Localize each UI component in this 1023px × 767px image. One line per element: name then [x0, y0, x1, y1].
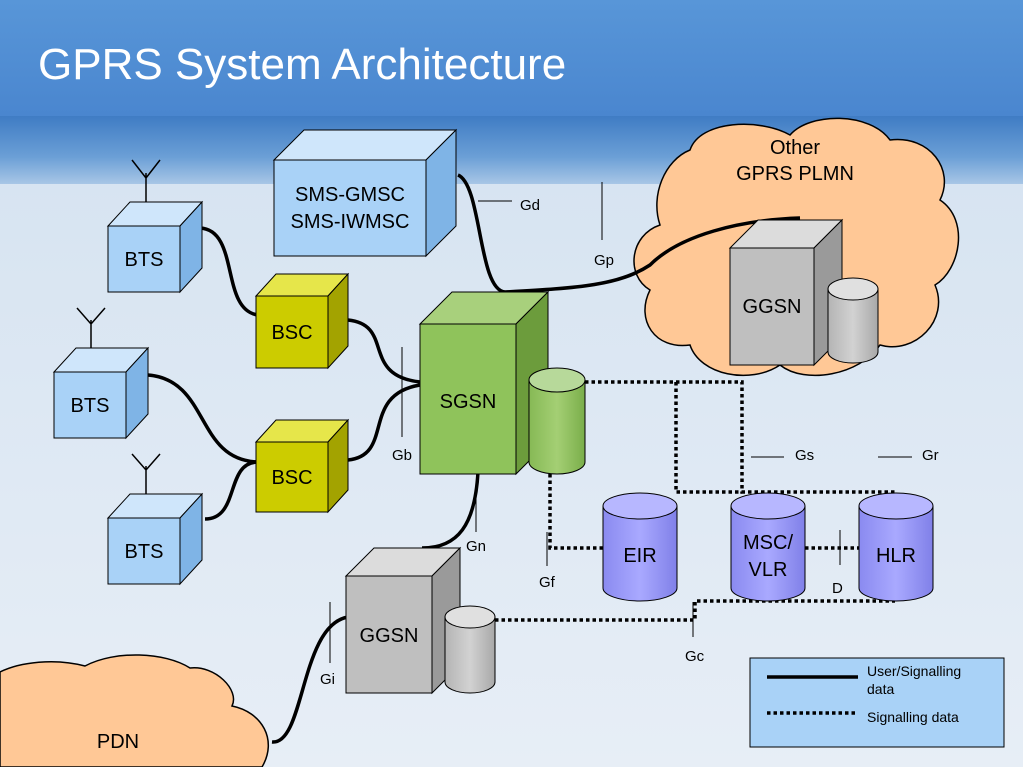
sgsn-box: SGSN — [418, 290, 550, 476]
msc-vlr-database: MSC/ VLR — [730, 492, 806, 602]
eir-database: EIR — [602, 492, 678, 602]
bts-box-2: BTS — [52, 346, 150, 440]
bts-label: BTS — [125, 541, 164, 563]
bts-box-3: BTS — [106, 492, 204, 586]
sgsn-label: SGSN — [440, 391, 497, 413]
legend-solid-label-line2: data — [867, 681, 894, 697]
legend: User/Signalling data Signalling data — [749, 657, 1005, 748]
link-sgsn-ggsn — [421, 471, 480, 550]
dotted-links — [495, 380, 896, 622]
link-sms-sgsn — [456, 173, 506, 294]
bts-label: BTS — [125, 249, 164, 271]
link-sgsn-eir — [548, 474, 603, 550]
ggsn-plmn-database-icon — [827, 277, 879, 364]
msc-label-line2: VLR — [749, 559, 788, 581]
msc-label-line1: MSC/ — [743, 532, 793, 554]
ggsn-label: GGSN — [743, 296, 802, 318]
interface-gn-label: Gn — [466, 538, 486, 555]
interface-ticks — [329, 182, 912, 663]
hlr-database: HLR — [858, 492, 934, 602]
title-bar — [0, 0, 1023, 116]
link-ggsn-pdn — [271, 615, 349, 744]
sms-label-line1: SMS-GMSC — [295, 184, 405, 206]
interface-gi-label: Gi — [320, 671, 335, 688]
link-ggsn-hlr — [495, 599, 895, 622]
interface-gr-label: Gr — [922, 447, 939, 464]
link-sgsn-hlr — [585, 380, 896, 494]
link-bts2-bsc2 — [147, 373, 259, 464]
ggsn-label: GGSN — [360, 625, 419, 647]
bsc-label: BSC — [271, 467, 312, 489]
bsc-box-2: BSC — [254, 418, 350, 514]
legend-solid-label-line1: User/Signalling — [867, 663, 961, 679]
bsc-box-1: BSC — [254, 272, 350, 370]
pdn-cloud — [0, 654, 269, 767]
interface-labels: Gd Gp Gb Gn Gf Gs Gr D Gc Gi — [320, 197, 939, 688]
bsc-label: BSC — [271, 322, 312, 344]
eir-label: EIR — [623, 545, 656, 567]
interface-gs-label: Gs — [795, 447, 814, 464]
link-sgsn-otherplmn — [504, 216, 801, 294]
interface-gb-label: Gb — [392, 447, 412, 464]
bts-box-1: BTS — [106, 200, 204, 294]
sms-label-line2: SMS-IWMSC — [291, 211, 410, 233]
hlr-label: HLR — [876, 545, 916, 567]
pdn-label: PDN — [97, 731, 139, 753]
link-bts3-bsc2 — [204, 460, 259, 521]
sgsn-database-icon — [528, 367, 586, 475]
link-bsc2-sgsn — [347, 383, 421, 462]
bts-label: BTS — [71, 395, 110, 417]
sms-gmsc-box: SMS-GMSC SMS-IWMSC — [272, 128, 458, 258]
solid-links — [147, 173, 801, 744]
link-bsc1-sgsn — [347, 318, 421, 384]
link-sgsn-msc — [674, 382, 742, 494]
interface-gc-label: Gc — [685, 648, 705, 665]
page-title: GPRS System Architecture — [38, 40, 567, 89]
ggsn-box: GGSN — [344, 546, 462, 695]
interface-gf-label: Gf — [539, 574, 556, 591]
ggsn-database-icon — [444, 605, 496, 694]
interface-d-label: D — [832, 580, 843, 597]
ggsn-box-plmn: GGSN — [728, 218, 844, 367]
link-bts1-bsc1 — [199, 226, 259, 317]
legend-dotted-label: Signalling data — [867, 709, 959, 725]
other-plmn-label-line2: GPRS PLMN — [736, 163, 854, 185]
interface-gp-label: Gp — [594, 252, 614, 269]
interface-gd-label: Gd — [520, 197, 540, 214]
other-plmn-label-line1: Other — [770, 137, 820, 159]
